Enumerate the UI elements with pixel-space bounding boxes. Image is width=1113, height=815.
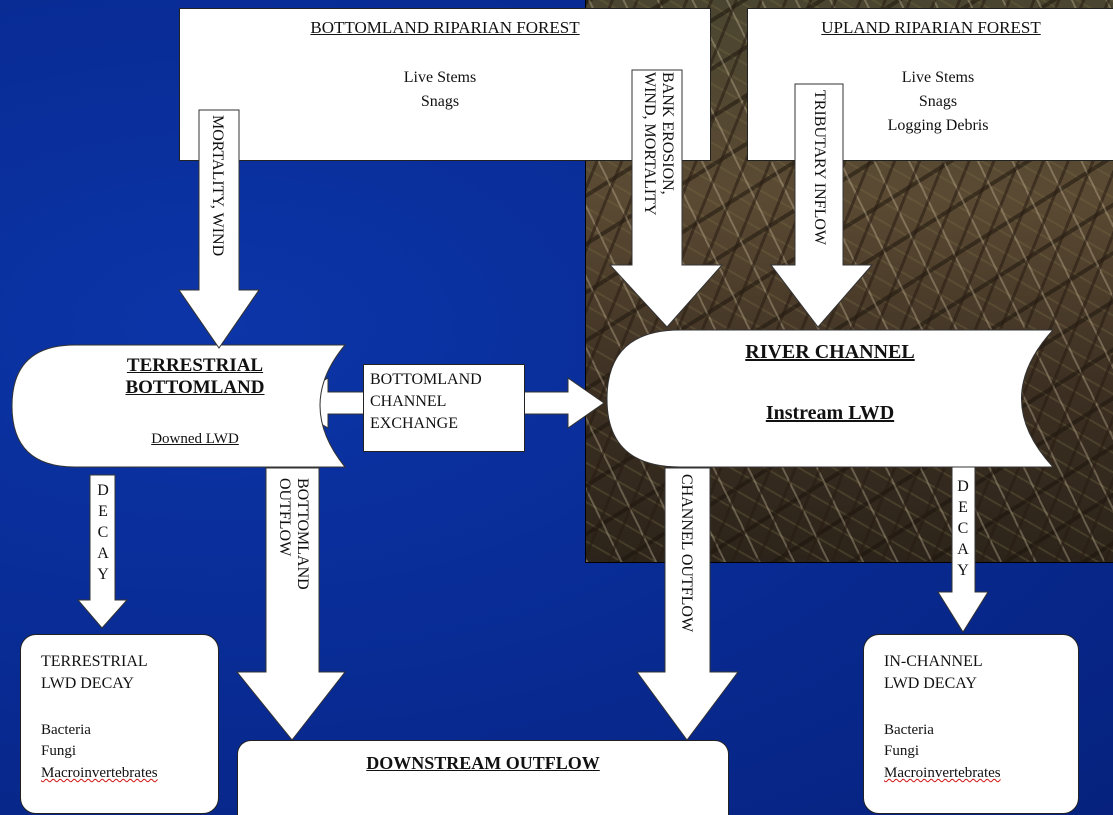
inchannel-decay-item-2: Fungi	[884, 743, 920, 759]
label-tributary-inflow: TRIBUTARY INFLOW	[811, 90, 828, 246]
terrestrial-decay-title-2: LWD DECAY	[41, 675, 134, 692]
exchange-box: BOTTOMLAND CHANNEL EXCHANGE	[363, 364, 525, 452]
exchange-line2: CHANNEL	[370, 393, 447, 410]
downstream-outflow-title: DOWNSTREAM OUTFLOW	[366, 753, 600, 773]
river-channel-subtitle: Instream LWD	[765, 402, 895, 424]
terrestrial-bottomland-shape	[11, 344, 347, 468]
downstream-outflow-box: DOWNSTREAM OUTFLOW	[237, 740, 729, 815]
label-mortality-wind: MORTALITY, WIND	[209, 115, 226, 257]
terrestrial-decay-box: TERRESTRIAL LWD DECAY Bacteria Fungi Mac…	[20, 634, 219, 814]
upland-forest-item-snags: Snags	[918, 93, 958, 110]
arrow-tributary-inflow-overlay	[769, 83, 874, 328]
terrestrial-bottomland-title: TERRESTRIAL BOTTOMLAND	[125, 355, 265, 398]
label-channel-outflow: CHANNEL OUTFLOW	[678, 474, 695, 633]
inchannel-decay-box: IN-CHANNEL LWD DECAY Bacteria Fungi Macr…	[863, 634, 1079, 814]
bottomland-forest-item-live-stems: Live Stems	[403, 69, 477, 86]
river-channel-title: RIVER CHANNEL	[745, 341, 915, 363]
inchannel-decay-item-3: Macroinvertebrates	[884, 765, 1001, 781]
terrestrial-decay-item-2: Fungi	[41, 743, 77, 759]
arrow-bank-erosion-overlay	[608, 69, 724, 328]
label-bank-erosion-line1: BANK EROSION,	[659, 72, 676, 195]
terrestrial-bottomland-subtitle: Downed LWD	[151, 431, 239, 447]
terrestrial-decay-item-1: Bacteria	[41, 722, 91, 738]
label-bank-erosion-line2: WIND, MORTALITY	[641, 72, 658, 216]
upland-forest-title: UPLAND RIPARIAN FOREST	[821, 18, 1041, 37]
inchannel-decay-item-1: Bacteria	[884, 722, 934, 738]
exchange-line3: EXCHANGE	[370, 415, 458, 432]
terrestrial-decay-title-1: TERRESTRIAL	[41, 653, 148, 670]
bottomland-forest-title: BOTTOMLAND RIPARIAN FOREST	[310, 18, 580, 37]
terrestrial-decay-item-3: Macroinvertebrates	[41, 765, 158, 781]
river-channel-shape	[606, 329, 1055, 468]
arrow-mortality-wind-overlay	[178, 109, 260, 349]
upland-forest-item-live-stems: Live Stems	[901, 69, 975, 86]
upland-forest-item-logging-debris: Logging Debris	[887, 117, 989, 134]
arrow-decay-right	[937, 463, 989, 633]
bottomland-forest-box: BOTTOMLAND RIPARIAN FOREST Live Stems Sn…	[179, 8, 711, 161]
bottomland-forest-item-snags: Snags	[420, 93, 460, 110]
arrow-channel-outflow	[636, 467, 739, 741]
inchannel-decay-title-2: LWD DECAY	[884, 675, 977, 692]
label-bottomland-outflow-line1: BOTTOMLAND	[294, 478, 311, 590]
exchange-line1: BOTTOMLAND	[370, 371, 482, 388]
arrow-bottomland-outflow	[235, 467, 347, 741]
label-bottomland-outflow-line2: OUTFLOW	[276, 478, 293, 557]
arrow-decay-left	[76, 474, 129, 629]
inchannel-decay-title-1: IN-CHANNEL	[884, 653, 983, 670]
